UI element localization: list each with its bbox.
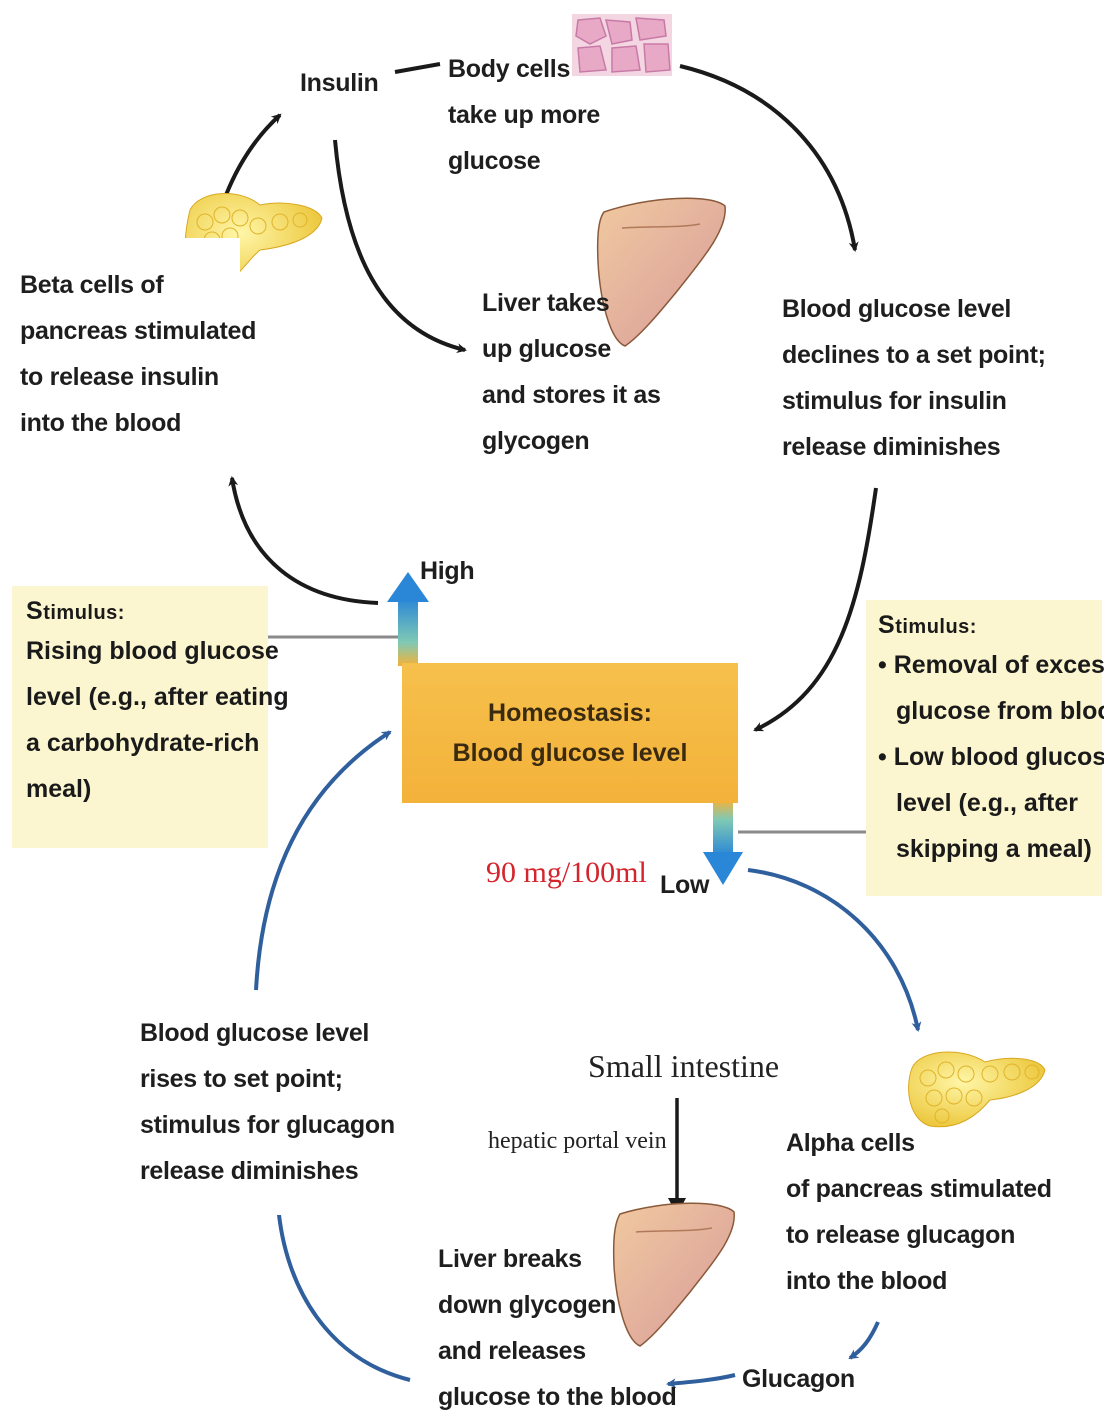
high-label: High	[420, 548, 474, 594]
body-cells-line: glucose	[448, 138, 600, 184]
body-cells-label: Body cells take up more glucose	[448, 46, 600, 184]
stimulus-left-box: Stimulus: Rising blood glucose level (e.…	[12, 586, 268, 848]
high-to-beta-arrow	[232, 478, 378, 603]
alpha-cells-line: Alpha cells	[786, 1120, 1052, 1166]
homeostasis-title: Homeostasis:	[488, 693, 652, 733]
stimulus-left-line: meal)	[26, 766, 254, 812]
low-arrow-shaft	[713, 800, 733, 856]
liver-to-rises-arrow	[278, 1205, 410, 1380]
liver-takes-label: Liver takes up glucose and stores it as …	[482, 280, 661, 464]
rises-label: Blood glucose level rises to set point; …	[140, 1010, 395, 1194]
high-arrow-shaft	[398, 598, 418, 666]
alpha-to-glucagon-arrow	[850, 1322, 878, 1358]
pancreas-bottom-image	[909, 1052, 1045, 1127]
declines-line: declines to a set point;	[782, 332, 1046, 378]
liver-breaks-label: Liver breaks down glycogen and releases …	[438, 1236, 676, 1420]
rises-line: Blood glucose level	[140, 1010, 395, 1056]
liver-takes-line: up glucose	[482, 326, 661, 372]
stimulus-left-line: a carbohydrate-rich	[26, 720, 254, 766]
beta-cells-line: to release insulin	[20, 354, 256, 400]
stimulus-right-bullet1: glucose from blood	[878, 688, 1088, 734]
liver-breaks-line: down glycogen	[438, 1282, 676, 1328]
homeostasis-box: Homeostasis: Blood glucose level	[402, 663, 738, 803]
liver-breaks-line: Liver breaks	[438, 1236, 676, 1282]
glucagon-to-liver-arrow	[668, 1375, 735, 1384]
homeostasis-subtitle: Blood glucose level	[453, 733, 688, 773]
liver-takes-line: glycogen	[482, 418, 661, 464]
liver-breaks-line: and releases	[438, 1328, 676, 1374]
declines-line: Blood glucose level	[782, 286, 1046, 332]
liver-breaks-line: glucose to the blood	[438, 1374, 676, 1420]
liver-takes-line: Liver takes	[482, 280, 661, 326]
alpha-cells-line: to release glucagon	[786, 1212, 1052, 1258]
alpha-cells-line: into the blood	[786, 1258, 1052, 1304]
stimulus-left-heading: Stimulus:	[26, 596, 254, 628]
insulin-label: Insulin	[300, 60, 378, 106]
rises-line: stimulus for glucagon	[140, 1102, 395, 1148]
glucagon-label: Glucagon	[742, 1356, 855, 1402]
body-cells-line: Body cells	[448, 46, 600, 92]
body-cells-line: take up more	[448, 92, 600, 138]
stimulus-left-line: Rising blood glucose	[26, 628, 254, 674]
stimulus-right-bullet2: level (e.g., after	[878, 780, 1088, 826]
decline-to-homeostasis-arrow	[755, 488, 876, 730]
stimulus-right-bullet1: • Removal of excess	[878, 642, 1088, 688]
declines-label: Blood glucose level declines to a set po…	[782, 286, 1046, 470]
stimulus-right-heading: Stimulus:	[878, 610, 1088, 642]
set-point-label: 90 mg/100ml	[486, 856, 647, 890]
rises-line: rises to set point;	[140, 1056, 395, 1102]
stimulus-right-bullet2: • Low blood glucose	[878, 734, 1088, 780]
beta-cells-line: into the blood	[20, 400, 256, 446]
beta-cells-line: Beta cells of	[20, 262, 256, 308]
rises-to-homeostasis-arrow	[256, 732, 390, 990]
declines-line: stimulus for insulin	[782, 378, 1046, 424]
stimulus-right-bullet2: skipping a meal)	[878, 826, 1088, 872]
stimulus-right-box: Stimulus: • Removal of excess glucose fr…	[866, 600, 1102, 896]
rises-line: release diminishes	[140, 1148, 395, 1194]
alpha-cells-label: Alpha cells of pancreas stimulated to re…	[786, 1120, 1052, 1304]
liver-takes-line: and stores it as	[482, 372, 661, 418]
portal-vein-label: hepatic portal vein	[488, 1128, 667, 1155]
low-label: Low	[660, 862, 709, 908]
stimulus-left-line: level (e.g., after eating	[26, 674, 254, 720]
small-intestine-label: Small intestine	[588, 1048, 779, 1085]
beta-cells-line: pancreas stimulated	[20, 308, 256, 354]
beta-to-insulin-arrow	[226, 115, 280, 195]
insulin-to-liver-arrow	[335, 140, 465, 350]
alpha-cells-line: of pancreas stimulated	[786, 1166, 1052, 1212]
declines-line: release diminishes	[782, 424, 1046, 470]
insulin-body-cells-line	[395, 64, 440, 72]
beta-cells-label: Beta cells of pancreas stimulated to rel…	[20, 262, 256, 446]
